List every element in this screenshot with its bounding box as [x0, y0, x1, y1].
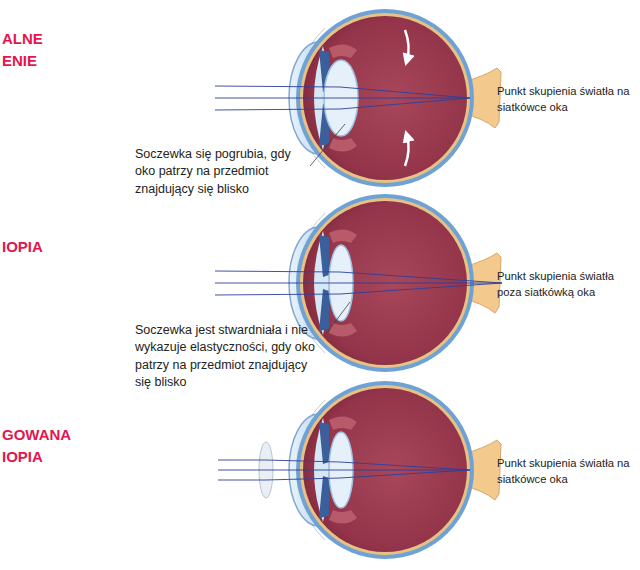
- lens-callout: Soczewka się pogrubia, gdy oko patrzy na…: [135, 146, 307, 198]
- section-heading: GOWANA IOPIA: [2, 424, 78, 468]
- lens-callout: Soczewka jest stwardniała i nie wykazuje…: [135, 322, 323, 391]
- section-heading: IOPIA: [2, 236, 66, 258]
- section-heading: ALNE ENIE: [2, 28, 66, 72]
- focus-note: Punkt skupienia światła na siatkówce oka: [497, 456, 638, 487]
- focus-note: Punkt skupienia światła poza siatkówką o…: [497, 269, 638, 300]
- focus-note: Punkt skupienia światła na siatkówce oka: [497, 84, 638, 115]
